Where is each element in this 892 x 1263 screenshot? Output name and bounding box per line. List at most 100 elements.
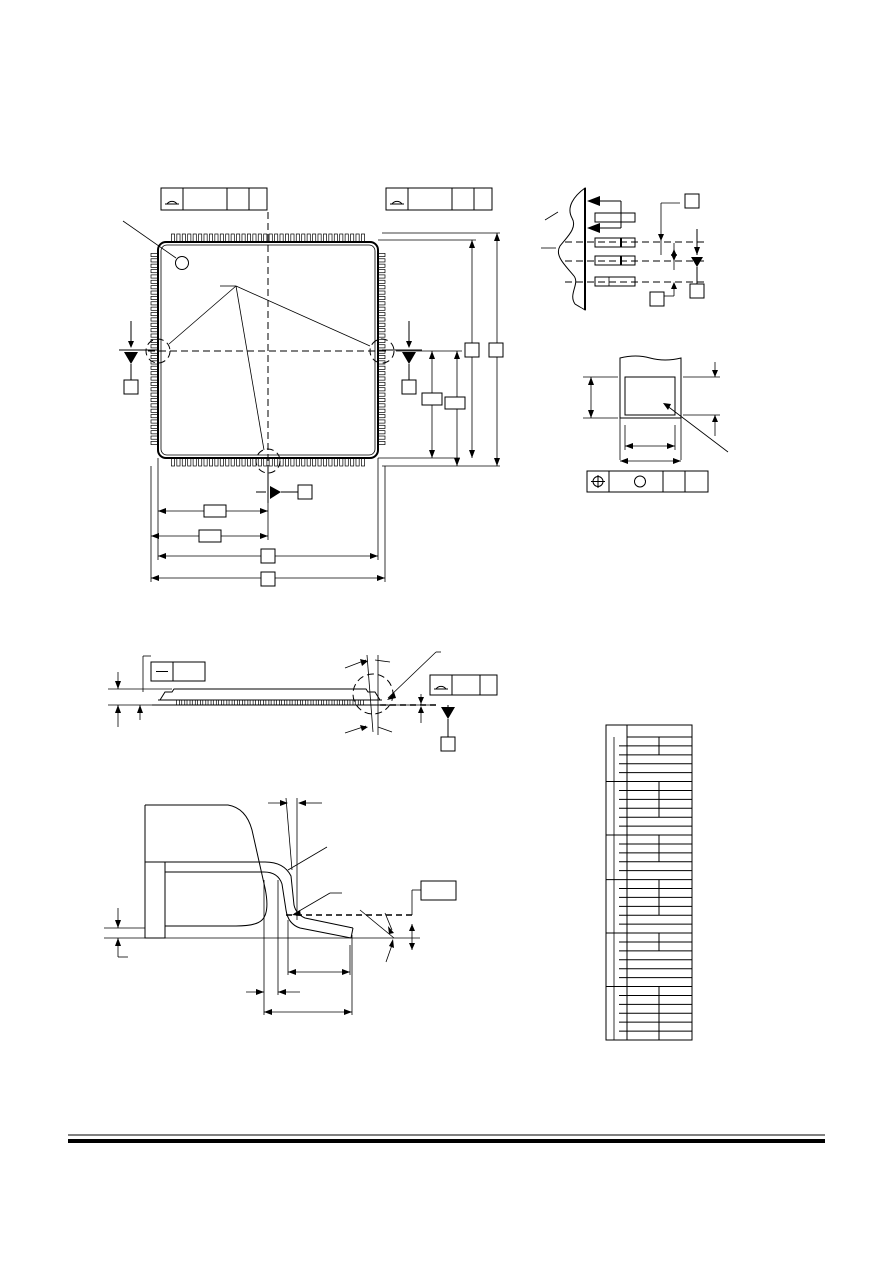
pin [377, 296, 386, 300]
pin [377, 408, 386, 413]
side-lead [218, 699, 222, 706]
pin [150, 296, 159, 300]
pin-one-indicator-icon [175, 256, 189, 270]
top-view [119, 187, 504, 587]
dimension-box [420, 880, 457, 901]
pin [150, 365, 159, 370]
pin [150, 253, 159, 257]
pin [181, 457, 186, 467]
pin [230, 233, 235, 243]
datum-box [123, 379, 139, 395]
pin [350, 457, 355, 467]
detail-circle-left [145, 338, 171, 364]
pin [317, 457, 322, 467]
feature-control-frame-right [385, 187, 493, 211]
detail-view [541, 187, 705, 311]
pin [323, 233, 327, 243]
pin [377, 258, 386, 263]
pin [150, 414, 159, 419]
pin [150, 355, 159, 360]
side-lead [186, 699, 191, 706]
detail-circle-right [369, 338, 395, 364]
pin-row-right [377, 253, 386, 445]
pin [187, 233, 192, 243]
pin [323, 457, 327, 467]
dimension-box [488, 342, 504, 358]
side-lead [291, 699, 296, 706]
lead-detail-view [104, 797, 457, 1015]
pin [192, 233, 197, 243]
pin [344, 457, 349, 467]
pin [209, 457, 213, 467]
dimension-table [605, 724, 693, 1041]
pin [377, 317, 386, 322]
side-lead [333, 699, 338, 706]
side-lead [286, 699, 291, 706]
pin [176, 457, 181, 467]
pin [377, 365, 386, 370]
feature-control-frame-left [160, 187, 268, 211]
pin [377, 344, 386, 349]
pin [377, 403, 386, 408]
pin [203, 233, 208, 243]
pin [241, 233, 246, 243]
pin [377, 338, 386, 343]
pin [150, 285, 159, 290]
pin [171, 457, 175, 467]
pin [377, 328, 386, 333]
pin [295, 457, 300, 467]
side-lead [255, 699, 259, 706]
side-lead [207, 699, 212, 706]
dimension-box [203, 504, 227, 518]
feature-control-frame-side-right [429, 674, 498, 696]
pin [328, 233, 333, 243]
pin [150, 269, 159, 274]
pin [257, 457, 262, 467]
pin [209, 233, 213, 243]
pin [290, 457, 295, 467]
pin [263, 233, 268, 243]
pin [150, 424, 159, 429]
pin [150, 317, 159, 322]
pin [176, 233, 181, 243]
pin [150, 398, 159, 402]
side-lead [276, 699, 280, 706]
detail-circle-side [352, 673, 394, 715]
pin [150, 381, 159, 386]
side-lead [260, 699, 264, 706]
pin [257, 233, 262, 243]
side-view [108, 651, 498, 752]
pin [279, 233, 284, 243]
pin [150, 279, 159, 284]
pin [150, 344, 159, 349]
pin [225, 457, 230, 467]
pin [150, 306, 159, 311]
side-lead [328, 699, 333, 706]
pin [150, 392, 159, 397]
pin [339, 457, 344, 467]
side-lead [297, 699, 301, 706]
pin [150, 419, 159, 424]
pin [285, 233, 289, 243]
pin [150, 333, 159, 338]
pin [150, 387, 159, 392]
feature-control-frame-side [150, 661, 206, 682]
pin [377, 387, 386, 392]
pin [236, 233, 241, 243]
pin [274, 233, 279, 243]
pin [312, 233, 317, 243]
pin [150, 430, 159, 435]
side-lead [354, 699, 359, 706]
pin [150, 371, 159, 376]
side-lead [318, 699, 322, 706]
pin [219, 457, 224, 467]
pin [150, 258, 159, 263]
side-lead [233, 699, 238, 706]
pin [377, 333, 386, 338]
pin [306, 457, 311, 467]
pin [263, 457, 268, 467]
pin [150, 408, 159, 413]
pin [377, 414, 386, 419]
datum-box [297, 484, 313, 500]
